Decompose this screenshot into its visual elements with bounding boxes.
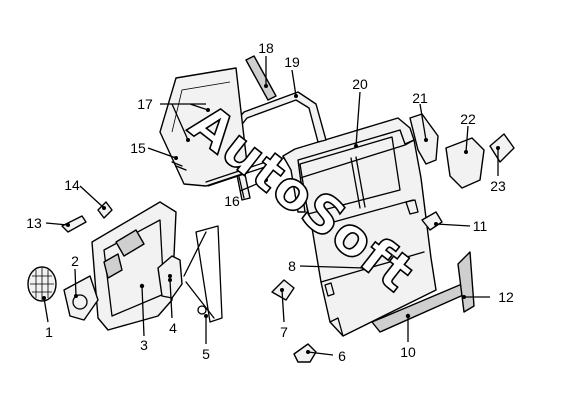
part-belt-moulding [205,159,275,187]
callout-1: 1 [45,324,53,340]
part-window-regulator [183,225,223,323]
part-rear-trim [457,251,475,313]
part-interior-handle [61,215,87,233]
callout-17: 17 [137,96,153,112]
callout-18: 18 [258,40,274,56]
callout-4: 4 [169,320,177,336]
callout-3: 3 [140,337,148,353]
callout-19: 19 [284,54,300,70]
callout-6: 6 [338,348,346,364]
callout-21: 21 [412,90,428,106]
part-vent-strip [245,55,277,101]
callout-12: 12 [498,289,514,305]
callout-13: 13 [26,215,42,231]
part-glass-clip [171,161,187,171]
callout-labels: 1 2 3 4 5 6 7 8 10 11 12 13 14 15 16 17 … [26,40,514,364]
part-handle-cup [63,275,99,321]
leader-lines [43,56,499,356]
callout-14: 14 [64,177,80,193]
callout-7: 7 [280,324,288,340]
part-window-frame [282,117,415,215]
part-speaker-grille [27,266,57,302]
callout-22: 22 [460,111,476,127]
part-striker [489,133,515,163]
callout-5: 5 [202,346,210,362]
callout-16: 16 [224,193,240,209]
callout-10: 10 [400,344,416,360]
callout-8: 8 [288,258,296,274]
part-door-latch [157,255,183,299]
callout-2: 2 [71,253,79,269]
part-trim-panel [91,201,177,331]
part-outside-handle [421,211,443,231]
callout-15: 15 [130,140,146,156]
part-lock-mechanism [445,137,485,189]
leader-dots [42,84,500,354]
part-hinge [293,343,317,363]
callout-11: 11 [473,218,488,234]
part-lock-knob [97,201,113,219]
callout-23: 23 [490,178,506,194]
callout-20: 20 [352,76,368,92]
